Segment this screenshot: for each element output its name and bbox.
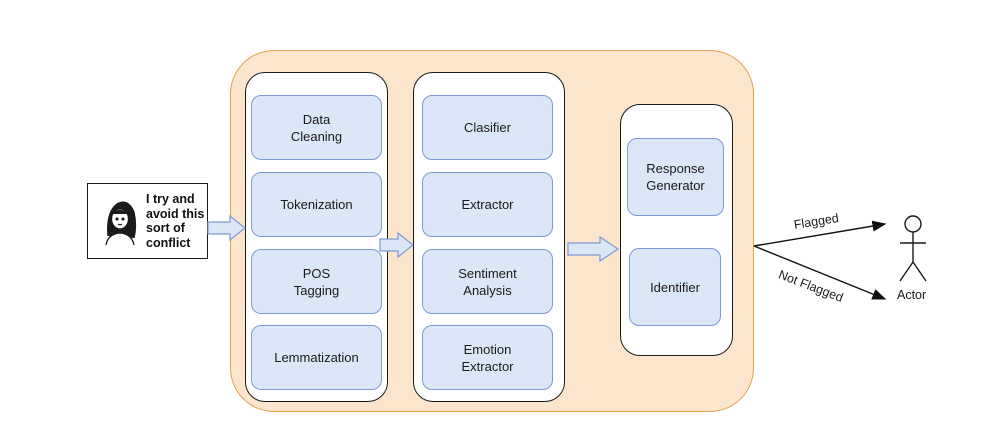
response-generator-box: Response Generator	[627, 138, 724, 216]
actor-icon	[899, 215, 927, 282]
not-flagged-arrow	[753, 245, 887, 300]
flagged-arrow	[753, 220, 887, 247]
emotion-extractor-box: Emotion Extractor	[422, 325, 553, 390]
actor-label: Actor	[897, 288, 927, 302]
lemmatization-box: Lemmatization	[251, 325, 382, 390]
classifier-box: Clasifier	[422, 95, 553, 160]
pos-tagging-box: POS Tagging	[251, 249, 382, 314]
woman-avatar-icon	[105, 201, 137, 246]
input-quote-text: I try and avoid this sort of conflict	[146, 192, 205, 250]
input-message-card	[87, 183, 208, 259]
extractor-box: Extractor	[422, 172, 553, 237]
identifier-box: Identifier	[629, 248, 721, 326]
tokenization-box: Tokenization	[251, 172, 382, 237]
data-cleaning-box: Data Cleaning	[251, 95, 382, 160]
sentiment-analysis-box: Sentiment Analysis	[422, 249, 553, 314]
block-arrow-input-to-preprocessing	[207, 214, 246, 242]
block-arrow-preprocessing-to-analysis	[379, 231, 414, 259]
block-arrow-analysis-to-output	[567, 235, 620, 263]
